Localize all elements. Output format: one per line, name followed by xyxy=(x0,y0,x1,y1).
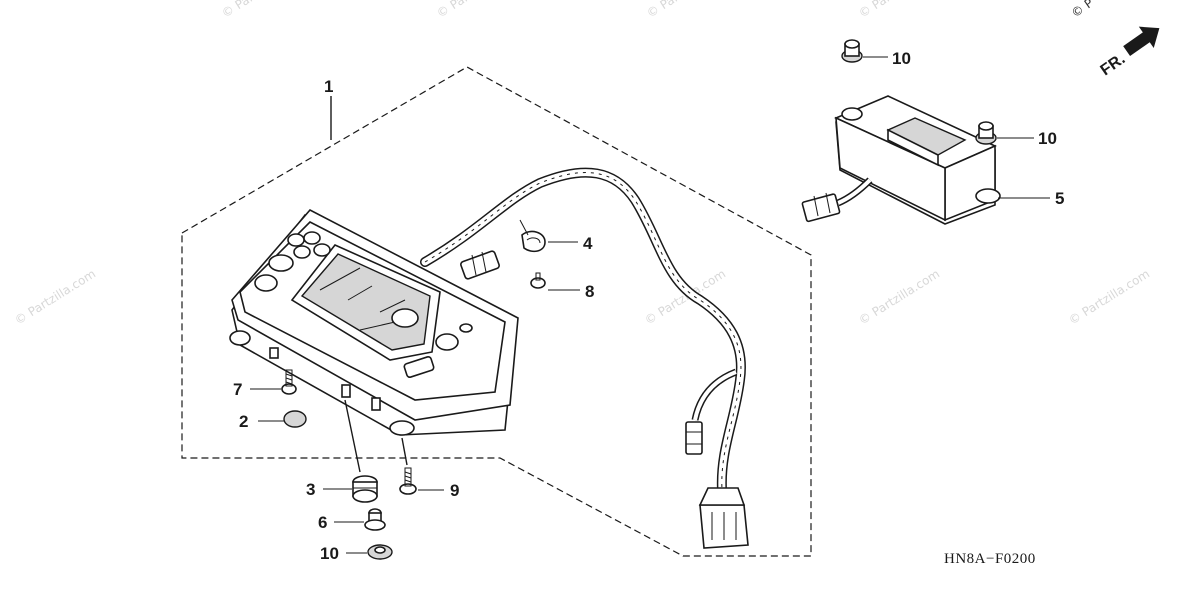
nut-icon xyxy=(367,544,393,560)
watermark: © Partzilla.com xyxy=(856,0,942,21)
leader-line xyxy=(401,437,408,466)
control-unit-icon xyxy=(801,95,1001,225)
callout-labels: 1 2 3 4 5 6 7 8 9 10 10 10 xyxy=(233,49,1064,563)
callout-8: 8 xyxy=(585,282,594,301)
cap-icon xyxy=(283,410,307,428)
watermark: © Partzilla.com xyxy=(219,0,305,21)
wire-harness xyxy=(420,167,749,549)
watermark: © Partzilla.com xyxy=(856,267,942,328)
callout-4: 4 xyxy=(583,234,593,253)
leader-line xyxy=(519,219,529,236)
callout-10: 10 xyxy=(1038,129,1057,148)
front-label: FR. xyxy=(1098,51,1129,80)
collar-icon xyxy=(364,508,386,531)
callout-9: 9 xyxy=(450,481,459,500)
connector-icon xyxy=(685,421,703,455)
callout-2: 2 xyxy=(239,412,248,431)
callout-6: 6 xyxy=(318,513,327,532)
speedometer-assembly-icon xyxy=(229,208,519,436)
arrow-icon xyxy=(1123,26,1160,57)
assembly-boundary xyxy=(181,66,812,557)
nut-icon xyxy=(841,39,863,63)
tapping-screw-icon xyxy=(281,369,297,395)
callout-5: 5 xyxy=(1055,189,1064,208)
callout-3: 3 xyxy=(306,480,315,499)
copyright-mark: © P xyxy=(1069,0,1096,20)
grommet-icon xyxy=(352,475,378,503)
harness-clamp-icon xyxy=(521,230,546,253)
watermark: © Partzilla.com xyxy=(434,0,520,21)
callout-10: 10 xyxy=(892,49,911,68)
leader-line xyxy=(344,399,361,473)
callout-7: 7 xyxy=(233,380,242,399)
watermark: © Partzilla.com xyxy=(1066,267,1152,328)
screw-icon xyxy=(399,467,417,495)
watermark: © Partzilla.com xyxy=(12,267,98,328)
callout-1: 1 xyxy=(324,77,333,96)
nut-icon xyxy=(975,121,997,145)
drawing-code: HN8A−F0200 xyxy=(944,551,1036,567)
screw-icon xyxy=(530,272,546,289)
callout-10: 10 xyxy=(320,544,339,563)
front-direction-arrow: FR. xyxy=(1098,26,1160,80)
watermark: © Partzilla.com xyxy=(644,0,730,21)
meter-connector-icon xyxy=(460,250,500,280)
